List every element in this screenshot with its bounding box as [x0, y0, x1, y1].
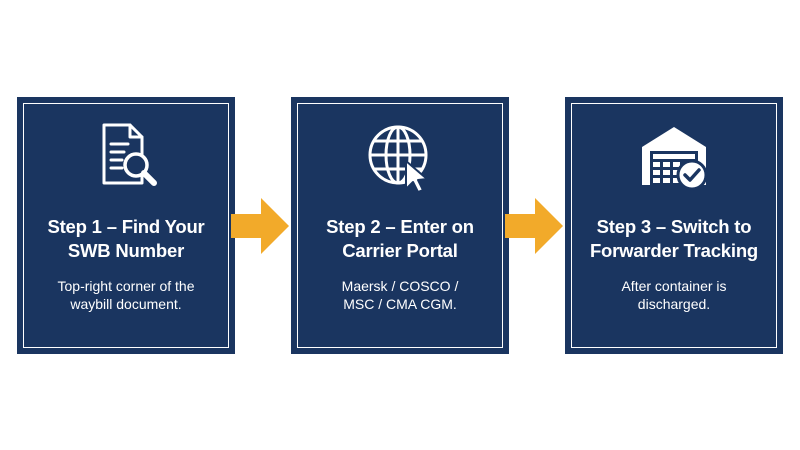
step-description: Maersk / COSCO / MSC / CMA CGM.: [341, 278, 459, 312]
step-3-card: Step 3 – Switch to Forwarder Tracking Af…: [565, 97, 783, 354]
card-frame: [23, 103, 229, 348]
card-frame: [571, 103, 777, 348]
warehouse-check-icon: [642, 127, 708, 191]
card-frame: [297, 103, 503, 348]
arrow-right-icon: [231, 198, 289, 254]
arrow-right-icon: [505, 198, 563, 254]
step-1-card: Step 1 – Find Your SWB Number Top-right …: [17, 97, 235, 354]
step-description: After container is discharged.: [621, 278, 727, 312]
step-title: Step 2 – Enter on Carrier Portal: [326, 216, 474, 261]
step-title: Step 1 – Find Your SWB Number: [47, 216, 205, 261]
step-2-card: Step 2 – Enter on Carrier Portal Maersk …: [291, 97, 509, 354]
step-description: Top-right corner of the waybill document…: [57, 278, 195, 312]
step-title: Step 3 – Switch to Forwarder Tracking: [589, 216, 759, 261]
globe-cursor-icon: [368, 125, 428, 193]
document-search-icon: [102, 123, 157, 186]
